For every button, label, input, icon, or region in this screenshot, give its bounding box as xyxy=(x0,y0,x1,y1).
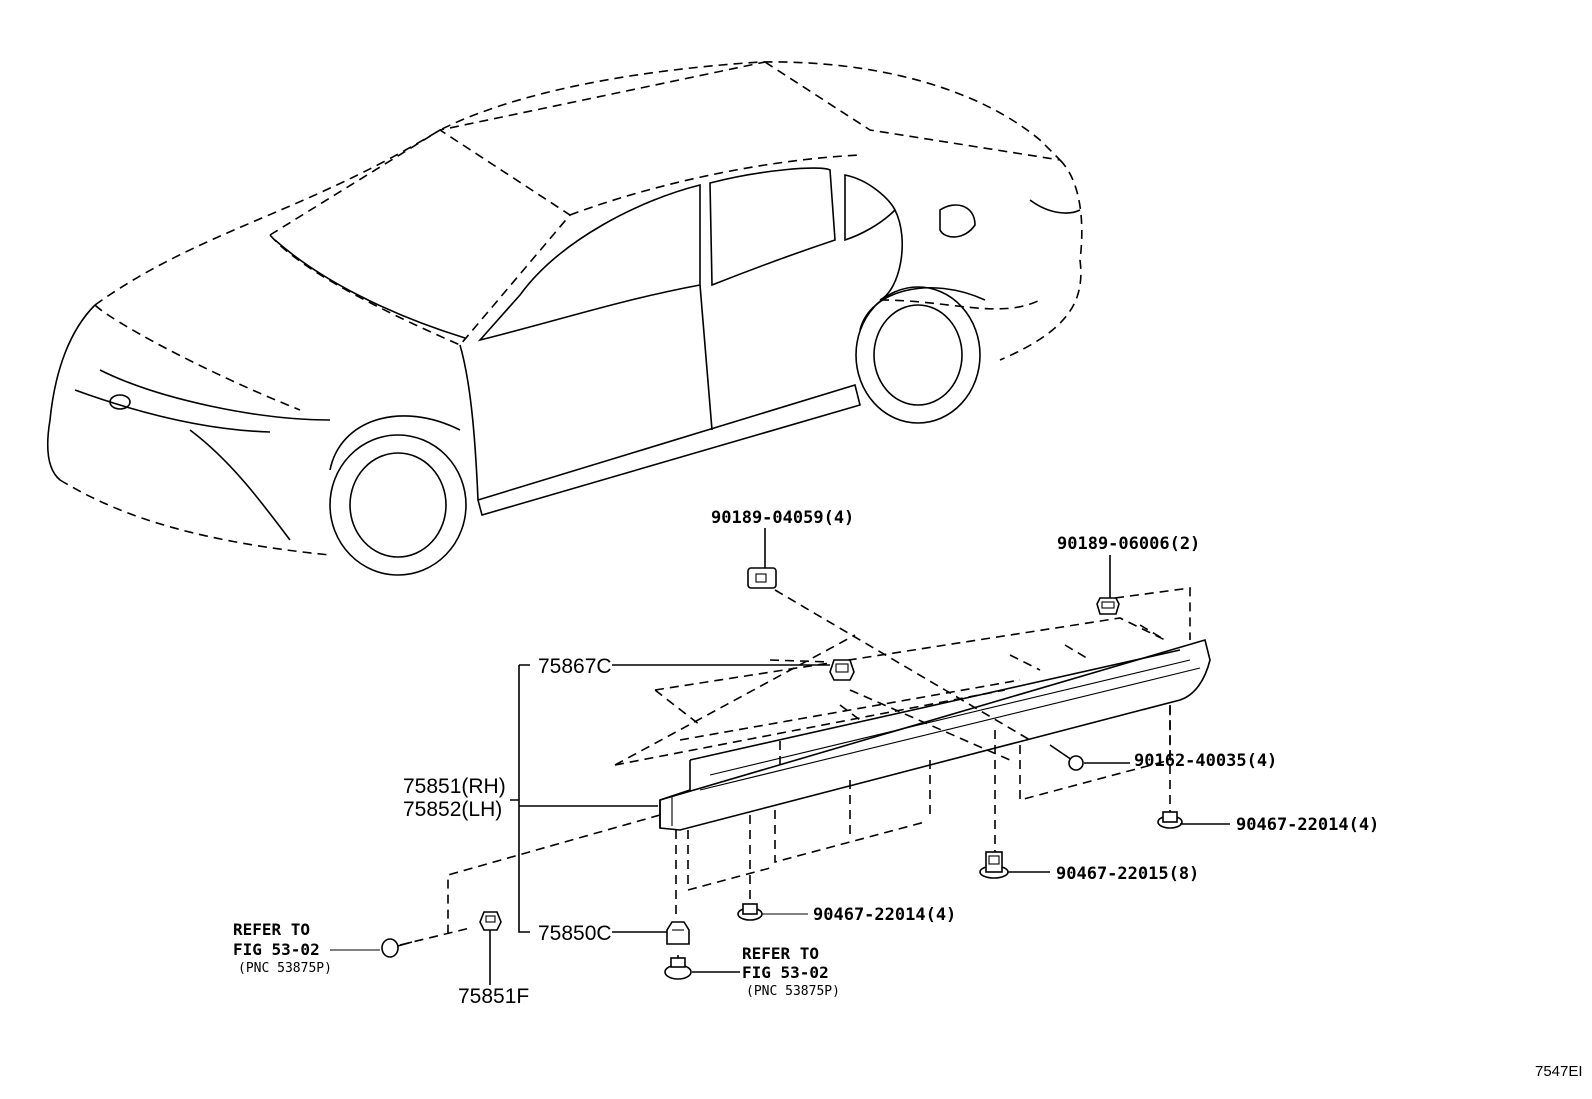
car-outline xyxy=(46,61,1083,576)
refer-left-line1: REFER TO xyxy=(233,920,310,939)
nut-90467-22014-mid xyxy=(737,903,763,921)
label-90467-22015: 90467-22015(8) xyxy=(1056,864,1199,884)
label-75852-lh: 75852(LH) xyxy=(403,798,502,821)
clip-75850C xyxy=(666,921,690,945)
guide-lines xyxy=(399,587,1191,946)
refer-left-line2: FIG 53-02 xyxy=(233,940,320,959)
figure-id: 7547EI xyxy=(1535,1063,1583,1080)
label-75867C: 75867C xyxy=(538,655,612,678)
rocker-panel xyxy=(659,638,1211,831)
clip-75851F xyxy=(479,911,502,931)
clip-90189-06006 xyxy=(1096,597,1120,615)
clip-75867C xyxy=(829,659,855,681)
label-90467-22014-right: 90467-22014(4) xyxy=(1236,815,1379,835)
leader-lines xyxy=(330,528,1230,985)
label-75851-rh: 75851(RH) xyxy=(403,775,506,798)
label-90189-06006: 90189-06006(2) xyxy=(1057,534,1200,554)
label-75851F: 75851F xyxy=(458,985,529,1008)
label-75850C: 75850C xyxy=(538,922,612,945)
label-90162-40035: 90162-40035(4) xyxy=(1134,751,1277,771)
bolt-refer-mid xyxy=(664,955,692,980)
refer-left-line3: (PNC 53875P) xyxy=(238,961,332,976)
screw-90162-40035 xyxy=(1049,744,1084,771)
nut-90467-22014-right xyxy=(1157,811,1183,829)
bolt-refer-left xyxy=(381,938,413,958)
clip-90467-22015 xyxy=(979,851,1009,879)
refer-mid-line2: FIG 53-02 xyxy=(742,963,829,982)
label-90189-04059: 90189-04059(4) xyxy=(711,508,854,528)
refer-mid-line3: (PNC 53875P) xyxy=(746,984,840,999)
clip-90189-04059 xyxy=(747,567,777,589)
label-90467-22014-mid: 90467-22014(4) xyxy=(813,905,956,925)
refer-mid-line1: REFER TO xyxy=(742,944,819,963)
